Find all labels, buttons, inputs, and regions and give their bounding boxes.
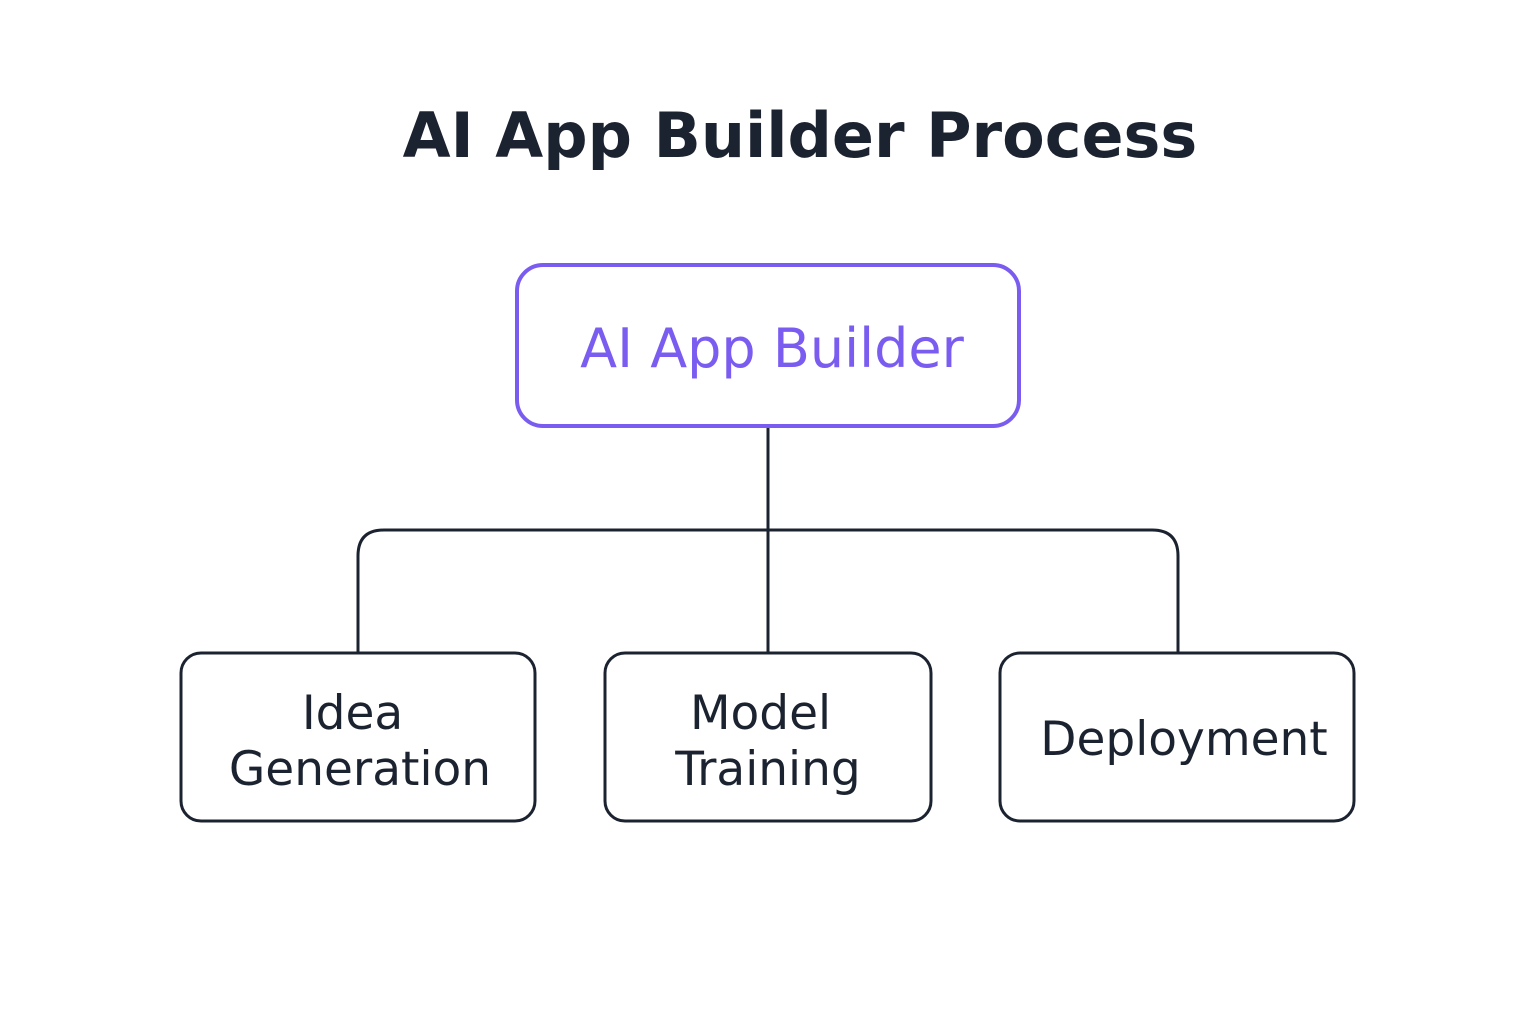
child-node-label: Idea Generation [229, 686, 491, 797]
child-node-label-line: Model [690, 686, 831, 741]
root-node-box [515, 263, 1021, 428]
child-node-box [603, 651, 933, 823]
root-node-label: AI App Builder [580, 317, 964, 380]
child-node-idea-generation: Idea Generation [179, 651, 537, 823]
child-node-label: Model Training [674, 686, 860, 797]
connector-branch-bar [356, 528, 1180, 652]
connector-lines [356, 426, 1180, 652]
child-node-box [998, 651, 1356, 823]
child-node-label-line: Generation [229, 742, 491, 797]
child-node-label-line: Training [674, 742, 860, 797]
child-node-deployment: Deployment [998, 651, 1356, 823]
child-node-label-line: Idea [302, 686, 403, 741]
child-node-label: Deployment [1040, 712, 1328, 767]
child-node-model-training: Model Training [603, 651, 933, 823]
root-node: AI App Builder [515, 263, 1021, 428]
child-node-box [179, 651, 537, 823]
diagram-title: AI App Builder Process [403, 99, 1198, 172]
